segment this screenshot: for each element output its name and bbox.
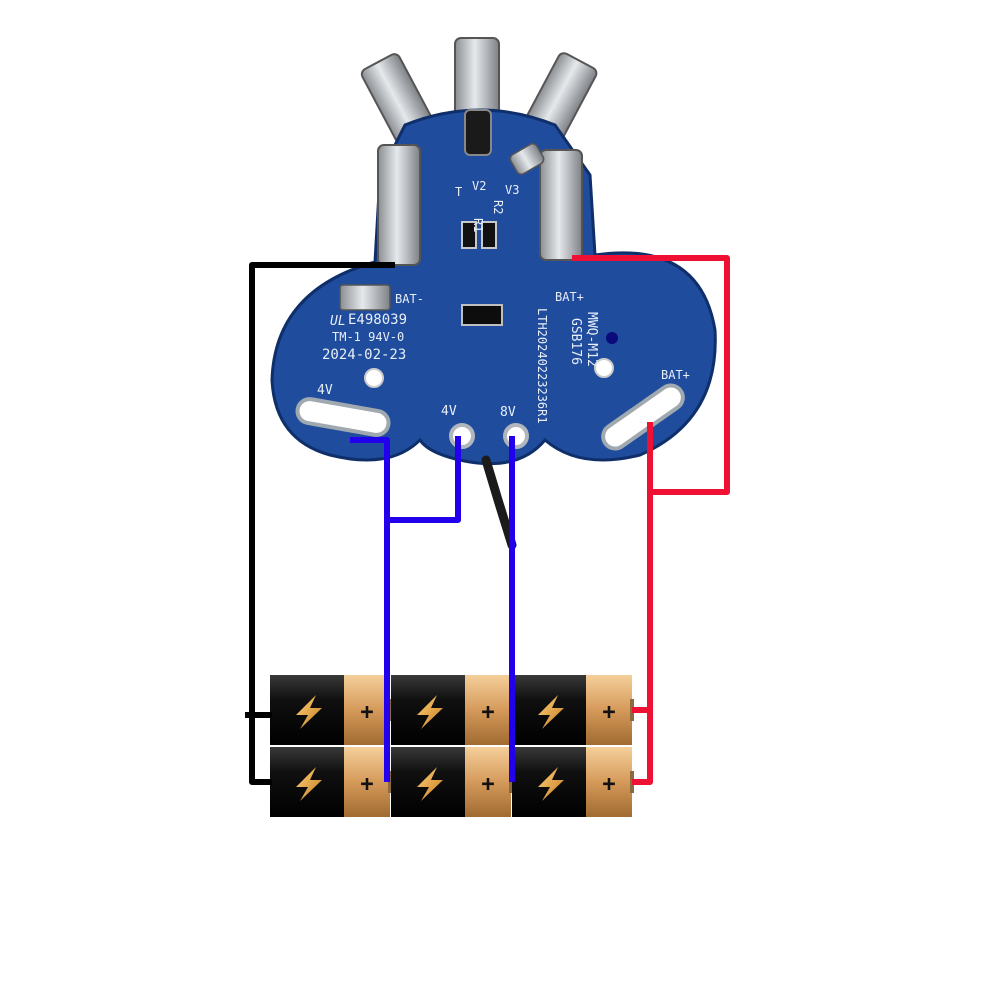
label-date: 2024-02-23 — [322, 347, 406, 363]
label-model: MWQ-M12 — [584, 312, 599, 367]
wire-negative — [245, 262, 395, 785]
plus-icon: + — [602, 772, 615, 797]
label-serial: LTH20240223236R1 — [535, 308, 549, 424]
lightning-bolt-icon — [538, 695, 564, 729]
smd-resistors — [461, 221, 503, 326]
pad-8v — [503, 423, 529, 449]
label-pad-8v: 8V — [500, 405, 516, 420]
mounting-hole-right — [594, 358, 614, 378]
ul-mark: UL — [330, 314, 346, 329]
plus-icon: + — [360, 772, 373, 797]
battery-cell: + — [391, 675, 513, 745]
battery-cell: + — [270, 675, 392, 745]
lightning-bolt-icon — [538, 767, 564, 801]
plus-icon: + — [481, 772, 494, 797]
wire-positive — [572, 255, 730, 785]
indicator-dot — [606, 332, 618, 344]
lightning-bolt-icon — [296, 695, 322, 729]
mounting-hole-left — [364, 368, 384, 388]
plus-icon: + — [602, 700, 615, 725]
label-v3: V3 — [505, 183, 519, 197]
label-bat-plus-top: BAT+ — [555, 290, 584, 304]
battery-cell: + — [512, 675, 634, 745]
label-t: T — [455, 185, 462, 199]
slot-pad-left — [295, 397, 391, 437]
label-r1: R1 — [471, 218, 485, 232]
wire-balance-4v — [350, 436, 461, 782]
battery-cell: + — [512, 747, 634, 817]
battery-pack: + + + + + + — [270, 675, 634, 817]
label-pad-4v-left: 4V — [317, 383, 333, 398]
label-cert: E498039 — [348, 312, 407, 328]
label-bat-minus: BAT- — [395, 292, 424, 306]
plus-icon: + — [481, 700, 494, 725]
label-pad-4v: 4V — [441, 404, 457, 419]
side-clip-terminals — [339, 144, 583, 311]
label-part: GSB176 — [568, 318, 583, 365]
pad-4v — [449, 423, 475, 449]
label-r2: R2 — [491, 200, 505, 214]
battery-cell: + — [391, 747, 513, 817]
lightning-bolt-icon — [417, 767, 443, 801]
label-grade: TM-1 94V-0 — [332, 330, 404, 344]
label-v2: V2 — [472, 179, 486, 193]
sense-lead — [481, 455, 517, 550]
battery-cell: + — [270, 747, 392, 817]
lightning-bolt-icon — [417, 695, 443, 729]
wiring — [245, 255, 730, 785]
center-contacts — [464, 109, 545, 175]
label-bat-plus-right: BAT+ — [661, 368, 690, 382]
plus-icon: + — [360, 700, 373, 725]
lightning-bolt-icon — [296, 767, 322, 801]
bms-board: T V2 V3 R1 R2 BAT- BAT+ BAT+ UL E498039 … — [270, 37, 717, 550]
